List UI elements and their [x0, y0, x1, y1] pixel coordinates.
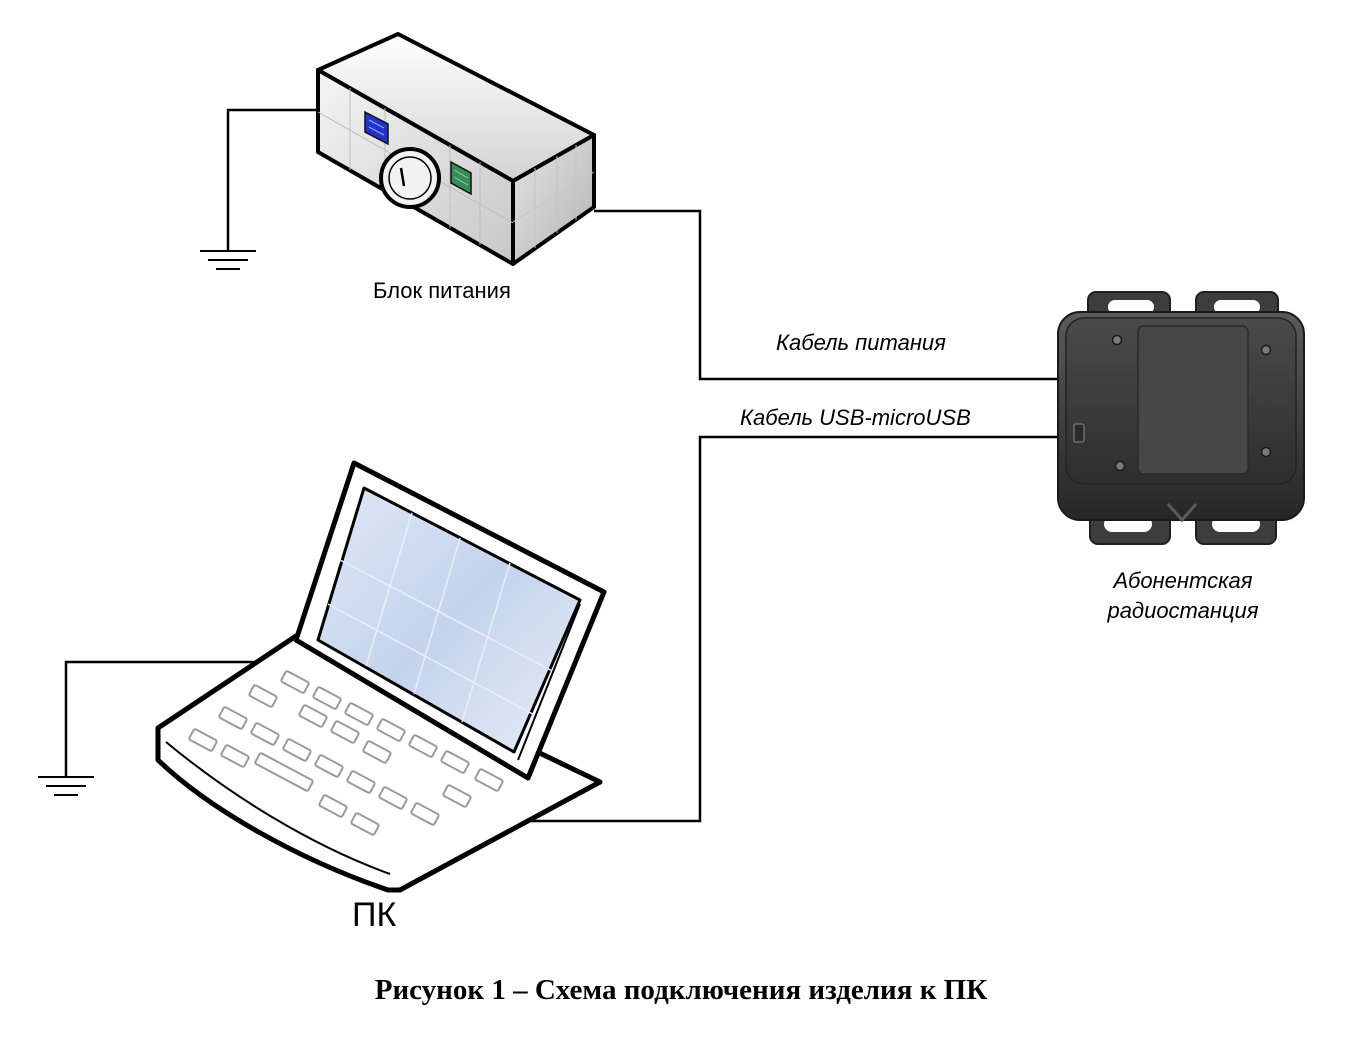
radio-station-label: Абонентская радиостанция [1107, 568, 1259, 623]
power-cable-label: Кабель питания [776, 330, 946, 355]
psu-side-face [511, 133, 596, 266]
laptop-screen [316, 486, 582, 754]
psu-indicator-panel [450, 160, 472, 196]
psu-knob-icon [379, 147, 441, 209]
figure-caption: Рисунок 1 – Схема подключения изделия к … [374, 974, 988, 1006]
laptop-keyboard [188, 670, 504, 836]
usb-cable-label: Кабель USB-microUSB [740, 405, 971, 430]
power-supply-icon [316, 32, 596, 266]
pc-label: ПК [352, 896, 397, 934]
usb-cable-line [518, 435, 1057, 823]
laptop-icon [155, 460, 607, 893]
pc-ground-wire [64, 660, 262, 776]
pc-ground [38, 660, 262, 796]
psu-ground-wire [226, 108, 318, 250]
power-cable-line [594, 209, 1057, 381]
psu-ground [200, 108, 318, 270]
psu-display-panel [364, 110, 389, 146]
radio-station-icon [1057, 291, 1305, 545]
power-supply-label: Блок питания [373, 278, 511, 303]
